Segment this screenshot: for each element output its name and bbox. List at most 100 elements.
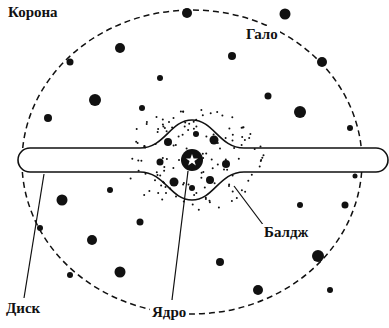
stipple-dot [216,111,218,113]
leader-line [172,171,188,300]
part-label: Ядро [150,304,188,321]
stipple-dot [145,173,147,175]
stipple-dot [169,188,171,190]
stipple-dot [166,158,168,160]
stipple-dot [159,175,161,177]
stipple-dot [146,123,148,125]
stipple-dot [162,157,164,159]
stipple-dot [244,139,246,141]
stipple-dot [195,126,197,128]
stipple-dot [180,110,182,112]
stipple-dot [201,172,203,174]
stipple-dot [225,137,227,139]
stipple-dot [136,128,138,130]
stipple-dot [214,182,216,184]
stipple-dot [164,127,166,129]
stipple-dot [162,118,164,120]
leader-line [234,186,264,226]
stipple-dot [166,130,168,132]
stipple-dot [192,203,194,205]
star [253,285,263,295]
stipple-dot [205,198,207,200]
star [216,258,224,266]
stipple-dot [140,160,142,162]
stipple-dot [155,143,157,145]
stipple-dot [182,111,184,113]
part-label: Гало [244,26,280,43]
star [327,287,333,293]
stipple-dot [187,129,189,131]
stipple-dot [247,180,249,182]
stipple-dot [254,148,256,150]
stipple-dot [236,197,238,199]
stipple-dot [202,171,204,173]
stipple-dot [249,133,251,135]
star [317,57,327,67]
stipple-dot [233,147,235,149]
stipple-dot [193,194,195,196]
stipple-dot [221,114,223,116]
stipple-dot [193,128,195,130]
stipple-dot [210,112,212,114]
star [107,187,113,193]
star [44,114,52,122]
star [170,178,179,187]
stipple-dot [211,158,213,160]
star [157,75,163,81]
stipple-dot [172,167,174,169]
stipple-dot [184,121,186,123]
star [297,202,303,208]
part-label: Балдж [262,224,310,241]
stipple-dot [160,185,162,187]
bulge-stars [157,131,231,191]
stipple-dot [232,134,234,136]
stipple-dot [217,163,219,165]
stipple-dot [165,186,167,188]
stipple-dot [263,154,265,156]
stipple-dot [241,127,243,129]
stipple-dot [213,133,215,135]
stipple-dot [244,191,246,193]
stipple-dot [195,119,197,121]
stipple-dot [204,187,206,189]
stipple-dot [202,114,204,116]
stipple-dot [200,177,202,179]
stipple-dot [188,123,190,125]
stipple-dot [248,137,250,139]
bulge-stipple [130,109,265,211]
stipple-dot [193,121,195,123]
stipple-dot [173,117,175,119]
star [294,106,306,118]
stipple-dot [260,160,262,162]
stipple-dot [205,152,207,154]
leader-line [24,174,44,298]
stipple-dot [238,158,240,160]
star [67,59,74,66]
stipple-dot [198,209,200,211]
nucleus [181,149,203,171]
stipple-dot [173,144,175,146]
star [57,195,68,206]
stipple-dot [223,168,225,170]
stipple-dot [243,126,245,128]
stipple-dot [228,184,230,186]
stipple-dot [148,190,150,192]
star [347,125,353,131]
stipple-dot [131,158,133,160]
star [87,235,97,245]
stipple-dot [260,145,262,147]
stipple-dot [161,199,163,201]
star [164,138,172,146]
disk-with-bulge [18,120,388,200]
stipple-dot [157,192,159,194]
star [189,185,195,191]
stipple-dot [138,170,140,172]
star [280,9,291,20]
stipple-dot [162,126,164,128]
star [222,160,230,168]
stipple-dot [261,157,263,159]
star [137,219,144,226]
stipple-dot [188,183,190,185]
part-label: Корона [6,4,60,21]
